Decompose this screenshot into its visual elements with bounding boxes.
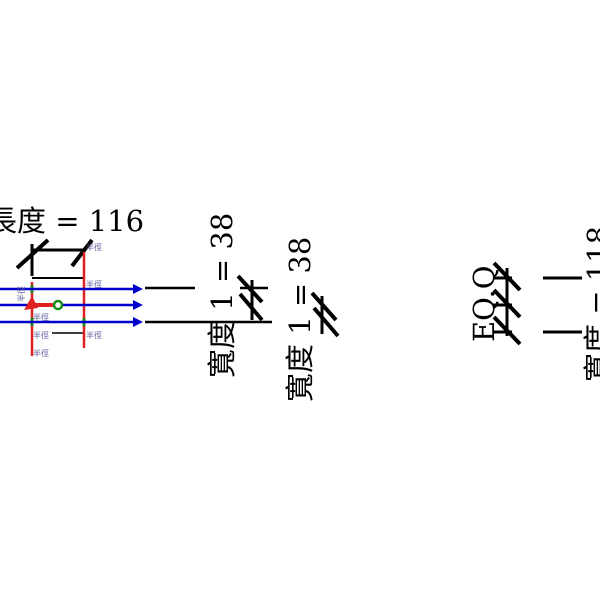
radius-label: 半徑 [33, 330, 49, 340]
radius-label: 半徑 [86, 279, 102, 289]
radius-label: 半徑 [86, 242, 102, 252]
width-dimension-2-text[interactable]: 寬度 1 = 38 [283, 237, 317, 402]
radius-label: 半徑 [16, 286, 26, 302]
radius-label: 半徑 [33, 312, 49, 322]
width-dimension-1-ticks [236, 274, 268, 322]
radius-label: 半徑 [86, 330, 102, 340]
width-dimension-1-text[interactable]: 寬度 1 = 38 [205, 213, 239, 378]
width-dimension-2-ticks [310, 291, 340, 338]
radius-label: 半徑 [33, 348, 49, 358]
radius-labels: 半徑 半徑 半徑 半徑 半徑 半徑 半徑 [16, 242, 102, 358]
selection-grip[interactable] [24, 296, 38, 310]
node-circle-icon[interactable] [52, 299, 64, 311]
width-dimension-3-text[interactable]: 寬度 = 118 [581, 226, 600, 382]
length-dimension-text[interactable]: 長度 = 116 [0, 204, 144, 238]
eq-dimension-ticks [492, 261, 582, 346]
load-arrows [0, 284, 143, 327]
length-dimension-lines [15, 238, 94, 276]
